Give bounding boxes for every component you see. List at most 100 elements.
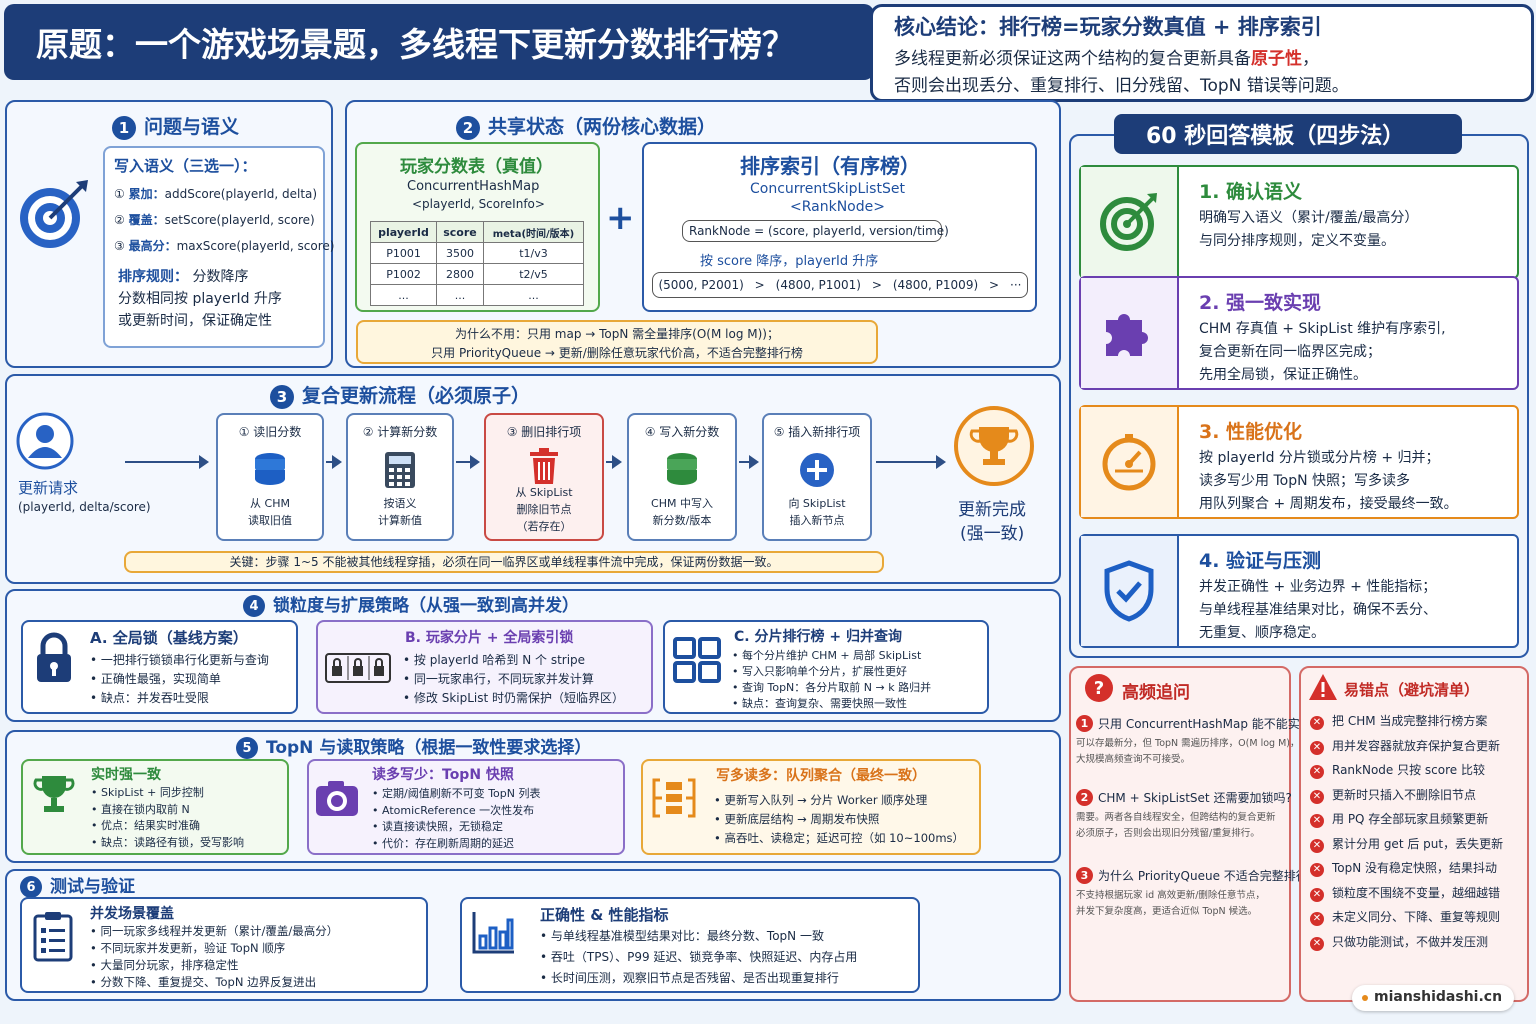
plus-sign: + bbox=[606, 198, 635, 238]
answer-template-title: 60 秒回答模板（四步法） bbox=[1146, 124, 1405, 149]
template-card-2: 2. 强一致实现 CHM 存真值 + SkipList 维护有序索引,复合更新在… bbox=[1079, 276, 1519, 390]
faq-box bbox=[1069, 666, 1291, 1002]
question-icon: ? bbox=[1084, 673, 1114, 707]
step-4-write: ④ 写入新分数 CHM 中写入新分数/版本 bbox=[627, 413, 737, 541]
rank-chain: (5000, P2001)>(4800, P1001)>(4800, P1009… bbox=[652, 272, 1028, 298]
bar-chart-icon bbox=[470, 908, 518, 960]
flow-arrow bbox=[456, 455, 480, 469]
pitfalls-list: ✕把 CHM 当成完整排行榜方案 ✕用并发容器就放弃保护复合更新 ✕RankNo… bbox=[1310, 709, 1503, 954]
template-card-3: 3. 性能优化 按 playerId 分片锁或分片榜 + 归并；读多写少用 To… bbox=[1079, 405, 1519, 519]
test-coverage-title: 并发场景覆盖 bbox=[90, 906, 174, 922]
list-item: ✕用 PQ 存全部玩家且频繁更新 bbox=[1310, 807, 1503, 832]
queue-icon bbox=[650, 774, 698, 826]
database-icon bbox=[255, 453, 285, 485]
metrics-list: 与单线程基准模型结果对比：最终分数、TopN 一致吞吐（TPS）、P99 延迟、… bbox=[540, 926, 858, 989]
brand-dot-icon bbox=[1362, 995, 1368, 1001]
request-params: (playerId, delta/score) bbox=[18, 500, 151, 514]
database-green-icon bbox=[667, 453, 697, 485]
target-green-icon bbox=[1100, 193, 1157, 251]
test-coverage-list: 同一玩家多线程并发更新（累计/覆盖/最高分）不同玩家并发更新，验证 TopN 顺… bbox=[90, 923, 338, 991]
grid-shards-icon bbox=[672, 636, 722, 688]
table-row: ......... bbox=[369, 284, 585, 306]
calculator-icon bbox=[385, 452, 415, 488]
metrics-title: 正确性 & 性能指标 bbox=[540, 906, 669, 924]
template-card-1: 1. 确认语义 明确写入语义（累计/覆盖/最高分）与同分排序规则，定义不变量。 bbox=[1079, 165, 1519, 279]
strategy-b-list: 按 playerId 哈希到 N 个 stripe同一玩家串行，不同玩家并发计算… bbox=[403, 651, 624, 708]
strategy-b-title: B. 玩家分片 + 全局索引锁 bbox=[405, 630, 574, 646]
warning-icon bbox=[1308, 673, 1338, 705]
core-line1: 多线程更新必须保证这两个结构的复合更新具备原子性， bbox=[894, 49, 1319, 69]
read-strategy-b-list: 定期/阈值刷新不可变 TopN 列表AtomicReference 一次性发布读… bbox=[372, 786, 541, 852]
puzzle-icon bbox=[1106, 314, 1148, 356]
answer-template-banner bbox=[1114, 114, 1462, 154]
read-strategy-a-list: SkipList + 同步控制直接在锁内取前 N优点：结果实时准确缺点：读路径有… bbox=[91, 785, 244, 851]
list-item: ✕TopN 没有稳定快照，结果抖动 bbox=[1310, 856, 1503, 881]
plus-circle-icon bbox=[800, 453, 834, 487]
list-item: ✕更新时只插入不删除旧节点 bbox=[1310, 783, 1503, 808]
strategy-c-list: 每个分片维护 CHM + 局部 SkipList写入只影响单个分片，扩展性更好查… bbox=[732, 648, 931, 712]
core-line2: 否则会出现丢分、重复排行、旧分残留、TopN 错误等问题。 bbox=[894, 76, 1349, 96]
done-label: 更新完成 bbox=[958, 500, 1026, 520]
page-title: 原题：一个游戏场景题，多线程下更新分数排行榜？ bbox=[36, 25, 795, 64]
user-icon bbox=[16, 412, 74, 474]
rank-index-title: 排序索引（有序榜） bbox=[740, 154, 920, 178]
done-consistency: (强一致) bbox=[960, 524, 1025, 544]
flow-arrow bbox=[125, 455, 209, 469]
core-conclusion-box bbox=[870, 4, 1534, 102]
svg-text:?: ? bbox=[1094, 678, 1104, 699]
flow-arrow bbox=[876, 455, 946, 469]
flow-arrow bbox=[606, 455, 622, 469]
list-item: ✕用并发容器就放弃保护复合更新 bbox=[1310, 734, 1503, 759]
checklist-icon bbox=[32, 910, 74, 966]
template-card-4: 4. 验证与压测 并发正确性 + 业务边界 + 性能指标；与单线程基准结果对比，… bbox=[1079, 534, 1519, 648]
score-table-type: ConcurrentHashMap bbox=[407, 179, 540, 194]
step-2-compute: ② 计算新分数 按语义计算新值 bbox=[346, 413, 454, 541]
target-icon bbox=[16, 176, 92, 256]
faq-title: 高频追问 bbox=[1122, 683, 1190, 703]
list-item: ✕累计分用 get 后 put，丢失更新 bbox=[1310, 832, 1503, 857]
trophy-done-icon bbox=[953, 405, 1035, 491]
trash-icon bbox=[530, 448, 558, 484]
list-item: ✕只做功能测试，不做并发压测 bbox=[1310, 930, 1503, 955]
rank-index-generic: <RankNode> bbox=[790, 199, 885, 215]
list-item: ✕未定义同分、下降、重复等规则 bbox=[1310, 905, 1503, 930]
why-not-note: 为什么不用：只用 map → TopN 需全量排序(O(M log M))；只用… bbox=[356, 320, 878, 364]
rank-node-def: RankNode = (score, playerId, version/tim… bbox=[682, 220, 949, 242]
list-item: ✕锁粒度不围绕不变量，越细越错 bbox=[1310, 881, 1503, 906]
read-strategy-a-title: 实时强一致 bbox=[91, 767, 161, 783]
sort-rule: 排序规则： 分数降序 分数相同按 playerId 升序 或更新时间，保证确定性 bbox=[118, 269, 282, 329]
flow-arrow bbox=[739, 455, 759, 469]
list-item: ✕把 CHM 当成完整排行榜方案 bbox=[1310, 709, 1503, 734]
rank-index-type: ConcurrentSkipListSet bbox=[750, 181, 905, 197]
read-strategy-b-title: 读多写少：TopN 快照 bbox=[372, 767, 514, 783]
trophy-green-icon bbox=[32, 772, 76, 820]
core-title: 核心结论：排行榜=玩家分数真值 + 排序索引 bbox=[894, 15, 1322, 39]
rank-order: 按 score 降序，playerId 升序 bbox=[700, 254, 879, 269]
brand-badge bbox=[1352, 985, 1514, 1011]
read-strategy-c-title: 写多读多：队列聚合（最终一致） bbox=[716, 768, 926, 784]
camera-snapshot-icon bbox=[314, 778, 360, 822]
score-table-title: 玩家分数表（真值） bbox=[400, 157, 553, 177]
score-table-generic: <playerId, ScoreInfo> bbox=[412, 197, 545, 211]
strategy-c-title: C. 分片排行榜 + 归并查询 bbox=[734, 629, 902, 645]
write-semantics-title: 写入语义（三选一）： bbox=[114, 157, 257, 175]
pitfalls-title: 易错点（避坑清单） bbox=[1344, 681, 1480, 699]
header-banner bbox=[4, 4, 874, 80]
stripe-lock-icon bbox=[324, 650, 392, 690]
semantics-panel bbox=[103, 146, 325, 348]
strategy-a-list: 一把排行锁锁串行化更新与查询正确性最强，实现简单缺点：并发吞吐受限 bbox=[90, 651, 269, 708]
